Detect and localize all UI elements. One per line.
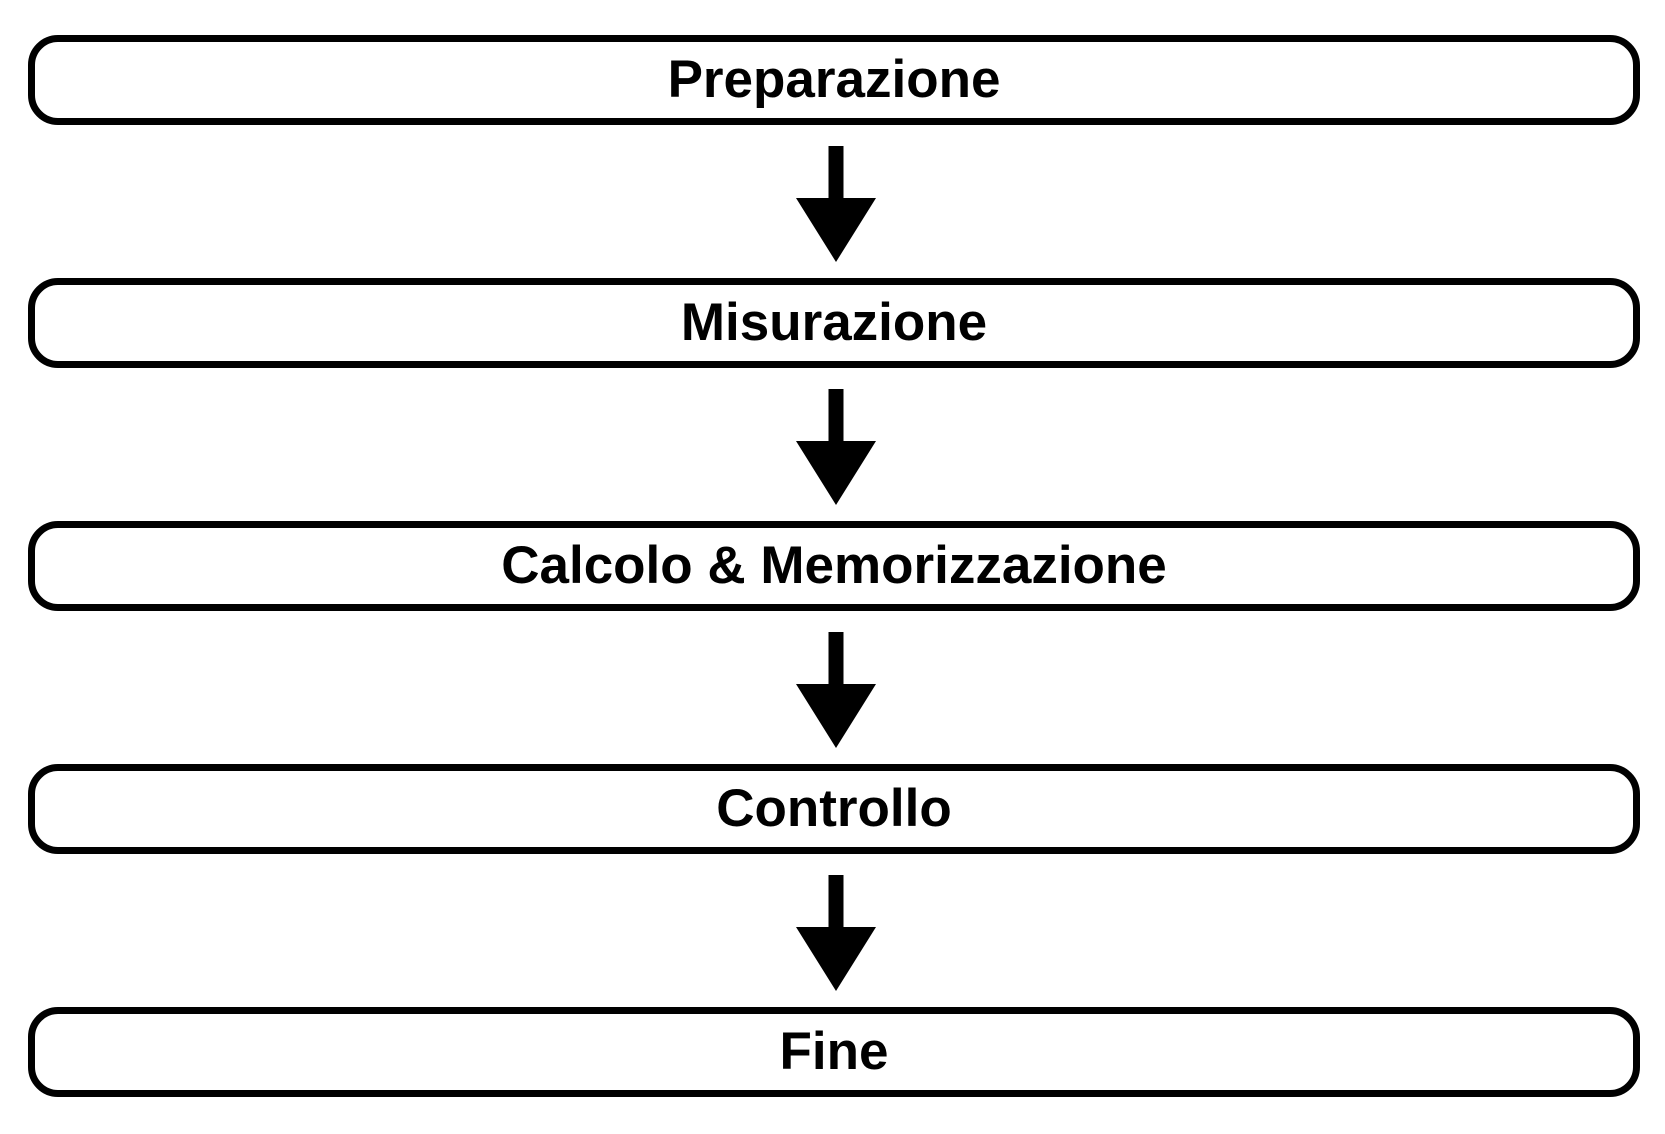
arrow-down-icon [796, 389, 876, 505]
flow-node-fine: Fine [28, 1007, 1640, 1097]
flow-node-calcolo-memorizzazione: Calcolo & Memorizzazione [28, 521, 1640, 611]
node-label-preparazione: Preparazione [667, 49, 1001, 109]
arrow-down-icon [796, 632, 876, 748]
flow-node-misurazione: Misurazione [28, 278, 1640, 368]
node-label-controllo: Controllo [716, 778, 952, 838]
node-label-calcolo-memorizzazione: Calcolo & Memorizzazione [501, 535, 1167, 595]
arrow-down-icon [796, 146, 876, 262]
flow-node-preparazione: Preparazione [28, 35, 1640, 125]
node-label-misurazione: Misurazione [680, 292, 988, 352]
flow-node-controllo: Controllo [28, 764, 1640, 854]
arrow-down-icon [796, 875, 876, 991]
node-label-fine: Fine [779, 1021, 889, 1081]
